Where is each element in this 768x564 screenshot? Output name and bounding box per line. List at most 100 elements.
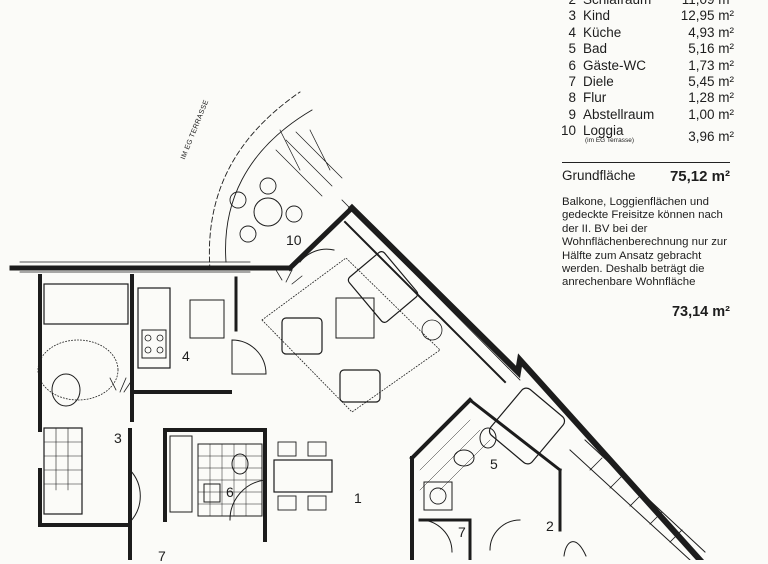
armchair-1	[281, 317, 323, 355]
wc-sink	[203, 483, 221, 503]
door-swing-kitchen	[231, 339, 267, 375]
bathtub	[488, 387, 566, 465]
room-name-text: Abstellraum	[583, 106, 655, 122]
wc-bowl	[231, 453, 249, 475]
room-number: 5	[568, 41, 576, 57]
room-area: 5,16 m²	[688, 41, 734, 57]
grundflaeche-label: Grundfläche	[562, 168, 636, 183]
room-number: 10	[560, 123, 576, 139]
room-area: 1,00 m²	[688, 106, 734, 122]
door-swing-living	[229, 479, 266, 521]
kitchen-table	[189, 299, 225, 339]
door-swing-diele	[129, 469, 141, 523]
room-name-text: Bad	[583, 41, 608, 57]
room-number-6: 6	[226, 484, 234, 500]
door-swing-bedroom	[489, 519, 521, 551]
room-number-2: 2	[546, 518, 554, 534]
room-row: 5 Bad 5,16 m²	[558, 41, 734, 57]
wall-flur	[418, 518, 472, 560]
room-number: 3	[568, 8, 576, 24]
room-number-1: 1	[354, 490, 362, 506]
door-swing-living-loggia	[299, 248, 335, 263]
room-name: Flur	[583, 90, 669, 106]
window-north	[19, 261, 251, 273]
room-number: 7	[568, 74, 576, 90]
inner-wall-diagonal	[343, 220, 507, 384]
room-name-text: Loggia	[583, 123, 624, 139]
storage-shelf	[169, 435, 193, 513]
armchair-2	[339, 369, 381, 403]
room-row: 4 Küche 4,93 m²	[558, 25, 734, 41]
room-name: Schlafraum	[583, 0, 669, 8]
room-number: 4	[568, 24, 576, 40]
room-row: 3 Kind 12,95 m²	[558, 8, 734, 24]
room-name: Bad	[583, 41, 669, 57]
room-name-text: Küche	[583, 24, 622, 40]
sofa	[347, 251, 419, 323]
bath-toilet	[479, 427, 497, 449]
loggia-table	[253, 197, 283, 227]
window-diagonal	[341, 199, 521, 381]
room-name-text: Kind	[583, 8, 611, 24]
bath-tiles	[419, 419, 491, 491]
room-name-text: Schlafraum	[583, 0, 651, 7]
room-name: Diele	[583, 74, 669, 90]
wall-bath	[409, 397, 473, 560]
plant-loggia	[275, 269, 303, 285]
bedroom-lamp	[563, 541, 587, 557]
bath-sink	[453, 449, 475, 467]
room-number-10: 10	[286, 232, 302, 248]
door-swing-flur	[419, 519, 453, 553]
room-area: 11,09 m²	[669, 0, 734, 8]
room-name: Kind	[583, 8, 669, 24]
room-number: 8	[568, 90, 576, 106]
bed-grid	[43, 427, 83, 491]
room-area: 5,45 m²	[688, 74, 734, 90]
explanation-text: Balkone, Loggienflächen und gedeckte Fre…	[562, 196, 728, 289]
terrace-outline-2	[225, 109, 313, 263]
room-name-text: Gäste-WC	[583, 57, 647, 73]
room-area-table: 2Schlafraum 11,09 m² 3 Kind 12,95 m² 4 Küche 4,…	[558, 0, 734, 147]
room-row: 2Schlafraum 11,09 m²	[558, 0, 734, 8]
living-rug	[261, 257, 441, 413]
room-number-7: 7	[158, 548, 166, 564]
wohnflaeche-value: 73,14 m²	[671, 304, 730, 320]
outer-wall-diagonal	[347, 203, 705, 560]
room-number-8: 7	[458, 524, 466, 540]
room-row: 8 Flur 1,28 m²	[558, 90, 734, 106]
room-area: 1,73 m²	[688, 57, 734, 73]
plant-child	[109, 377, 133, 393]
coffee-table	[335, 297, 375, 339]
room-area: 1,28 m²	[688, 90, 734, 106]
room-note: (im EG Terrasse)	[585, 136, 634, 144]
child-desk	[43, 283, 129, 325]
room-row: 10 Loggia(im EG Terrasse) 3,96 m²	[558, 123, 734, 146]
room-number-5: 5	[490, 456, 498, 472]
dining-table	[273, 459, 333, 493]
room-number: 2	[558, 0, 583, 8]
loggia-grid	[275, 129, 343, 197]
room-number-3: 3	[114, 430, 122, 446]
wall-bedroom	[467, 397, 563, 532]
child-bed	[43, 427, 83, 515]
room-name-text: Flur	[583, 90, 607, 106]
child-chair	[51, 373, 81, 407]
outer-wall-north	[9, 204, 356, 272]
terrace-outline	[208, 91, 301, 271]
room-name: Küche	[583, 25, 669, 41]
stove-top	[141, 329, 167, 359]
grundflaeche-value: 75,12 m²	[669, 168, 730, 185]
room-area: 4,93 m²	[688, 24, 734, 40]
room-name: Gäste-WC	[583, 58, 669, 74]
plant-living	[421, 319, 443, 341]
room-name: Abstellraum	[583, 107, 669, 123]
grundflaeche-block: Grundfläche 75,12 m²	[562, 162, 730, 185]
room-area: 3,96 m²	[688, 129, 734, 145]
room-area: 12,95 m²	[680, 8, 734, 24]
room-name-text: Diele	[583, 74, 614, 90]
room-row: 7 Diele 5,45 m²	[558, 74, 734, 90]
room-number-4: 4	[182, 348, 190, 364]
